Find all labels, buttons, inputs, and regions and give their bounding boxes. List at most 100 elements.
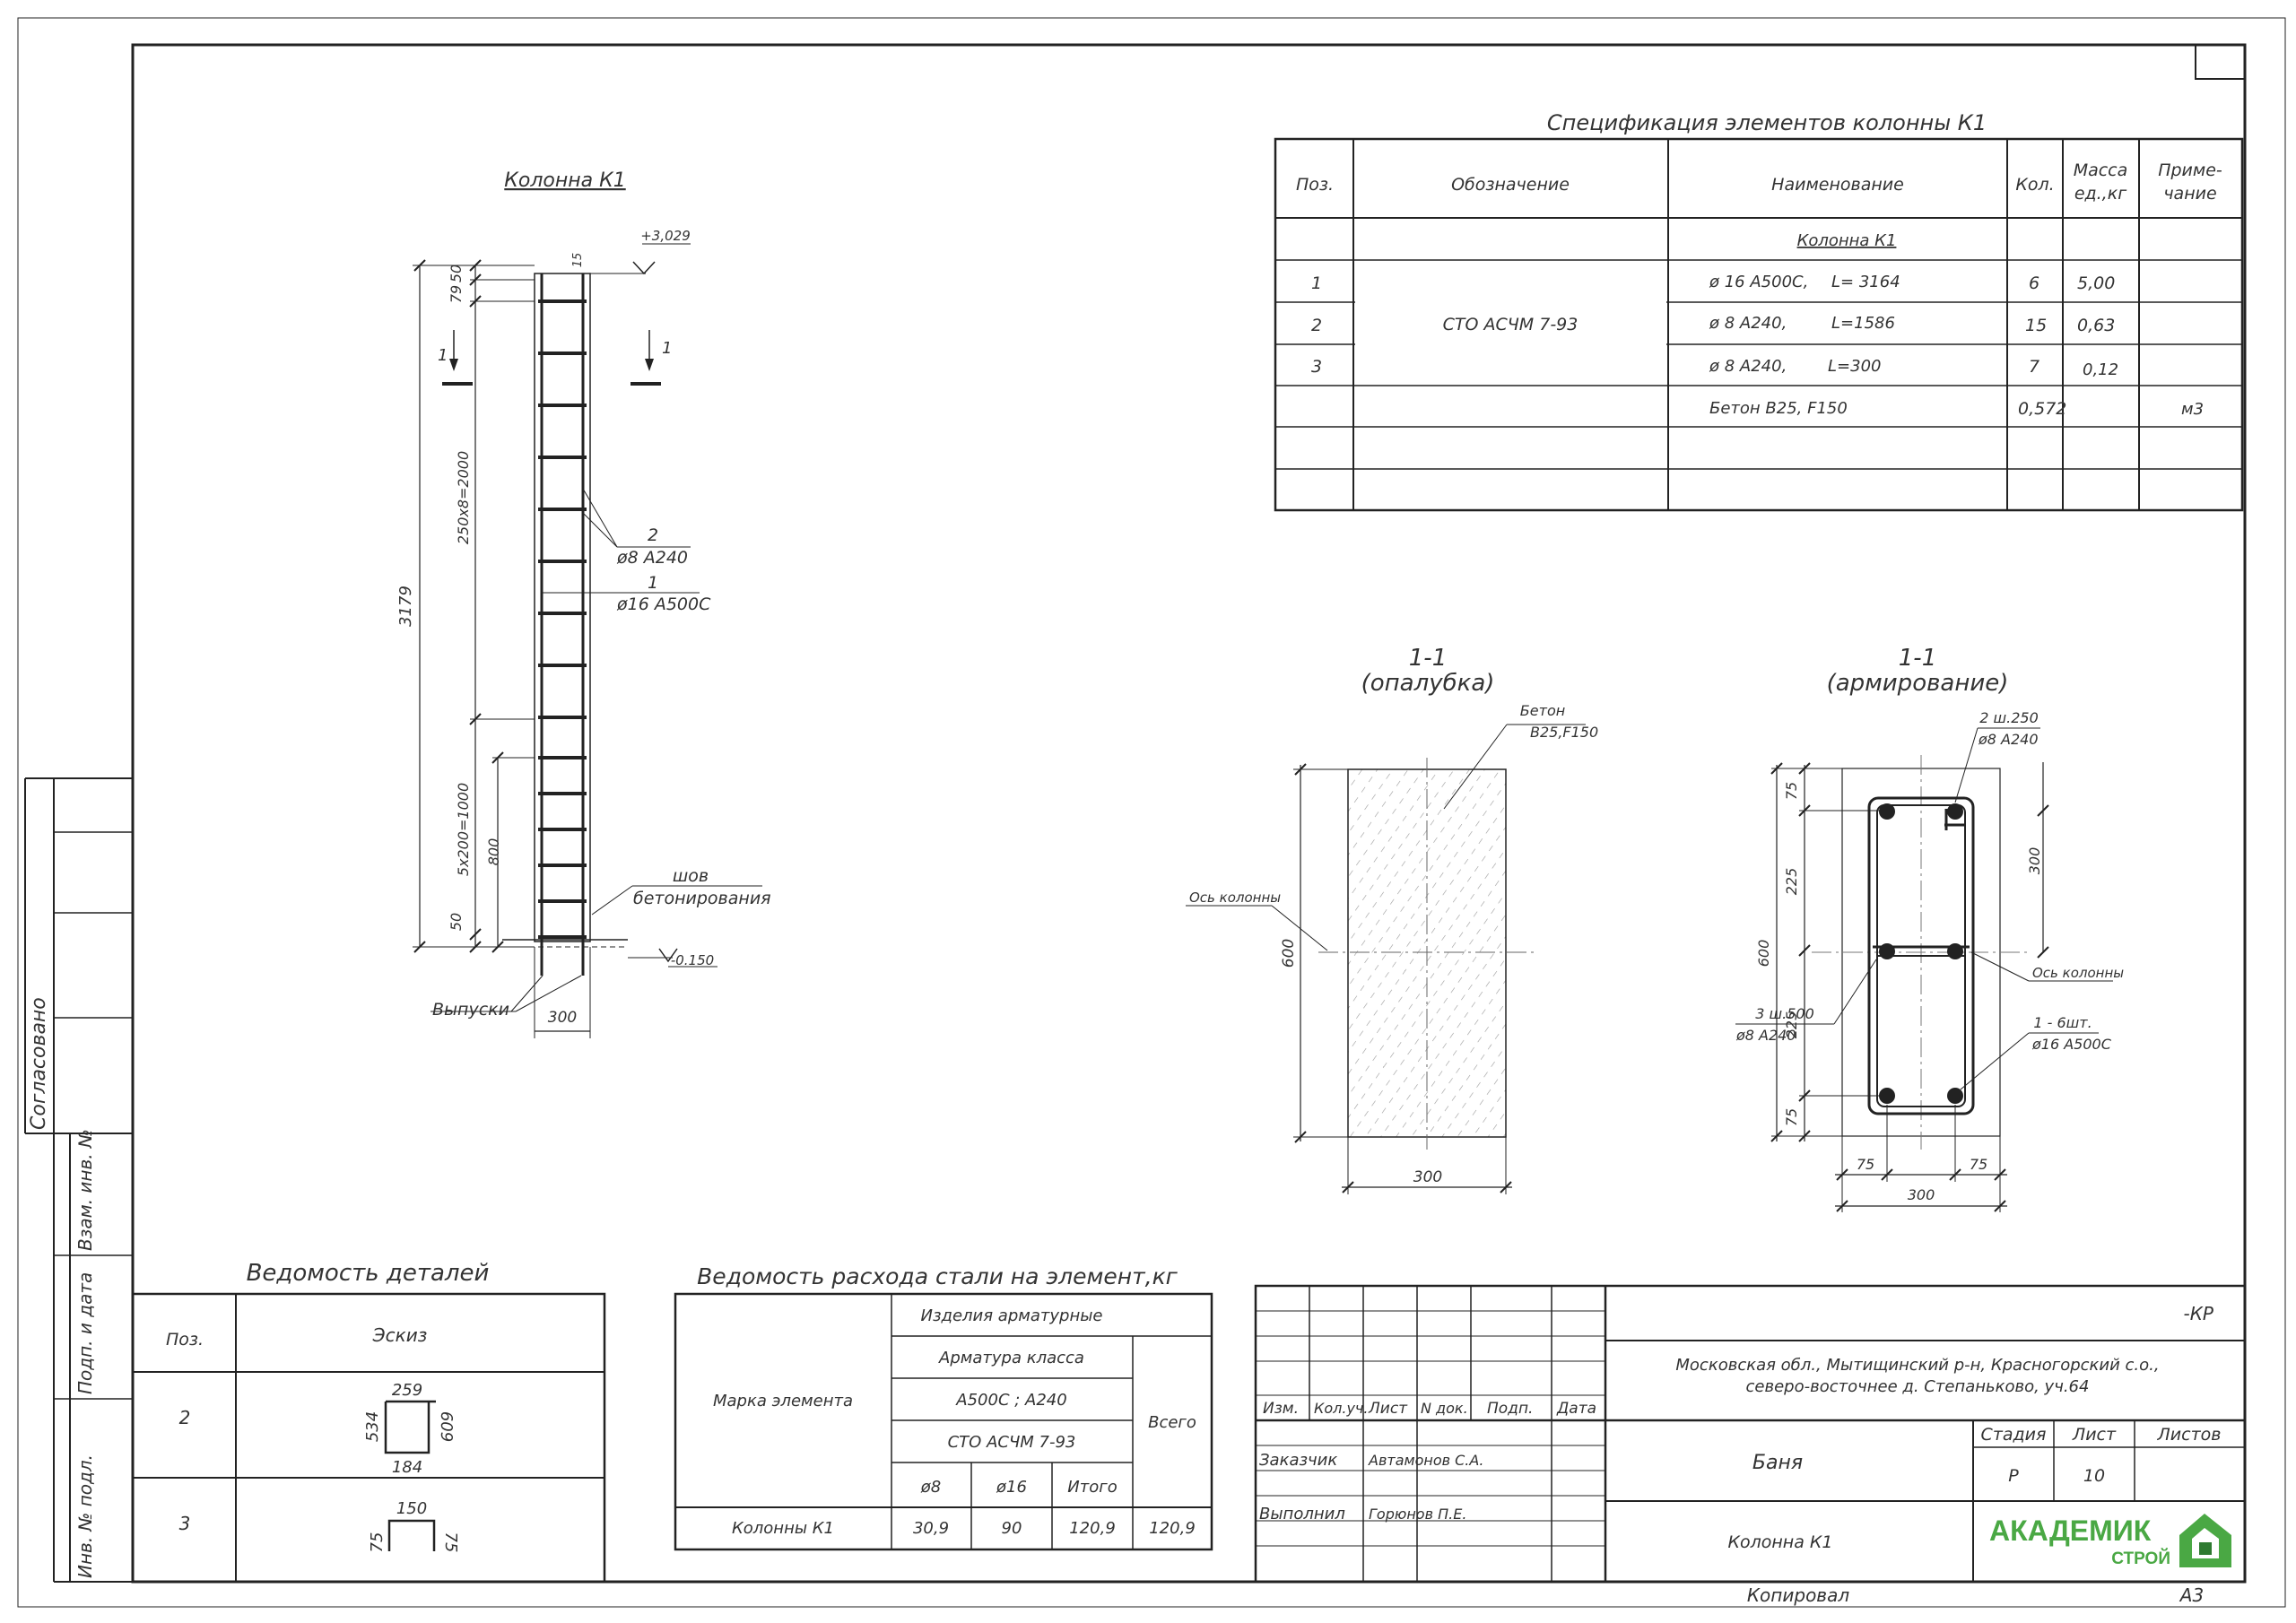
- tb-col-data: Дата: [1556, 1400, 1596, 1418]
- reinf-d75-bot: 75: [1783, 1108, 1800, 1126]
- spec-group: Колонна К1: [1797, 231, 1897, 250]
- formwork-height: 600: [1280, 939, 1298, 968]
- details-r1-left: 534: [363, 1411, 382, 1442]
- details-r2-right: 75: [441, 1532, 460, 1553]
- vzam-label: Взам. инв. №: [74, 1129, 96, 1251]
- frame-border: [131, 43, 2247, 1584]
- dim-total: 3179: [396, 586, 415, 627]
- reinf-d75-top: 75: [1783, 782, 1800, 800]
- tb-col-kolych: Кол.уч.: [1314, 1400, 1368, 1417]
- steel-mark: Марка элемента: [713, 1392, 853, 1410]
- steel-row-v16: 90: [1002, 1519, 1022, 1538]
- formwork-width: 300: [1413, 1168, 1442, 1186]
- spec-r0-pos: 1: [1311, 273, 1322, 293]
- steel-row-total: 120,9: [1149, 1519, 1196, 1538]
- callout-1-pos: 1: [648, 573, 658, 593]
- rebar-dot: [1879, 1088, 1895, 1104]
- spec-r1-pos: 2: [1311, 316, 1322, 335]
- details-r1-bottom: 184: [392, 1458, 422, 1477]
- callout-2-label: ø8 А240: [616, 548, 688, 568]
- tb-customer-label: Заказчик: [1259, 1451, 1337, 1470]
- tb-sheet-h: Лист: [2072, 1425, 2117, 1445]
- dim-upper-step: 250x8=2000: [455, 451, 472, 544]
- spec-h-mass2: ед.,кг: [2074, 184, 2127, 204]
- detail-3-sketch: [387, 1519, 436, 1551]
- column-elevation: Колонна К1 +3,029 -0.150 5: [396, 169, 771, 1038]
- outlets-label: Выпуски: [432, 1000, 509, 1020]
- dim-width: 300: [548, 1009, 577, 1027]
- spec-r2-qty: 7: [2029, 357, 2039, 377]
- tb-col-ndoc: N док.: [1421, 1400, 1468, 1417]
- dim-800: 800: [485, 838, 502, 866]
- tb-sheet-name: Колонна К1: [1728, 1532, 1833, 1552]
- tb-sheets-h: Листов: [2157, 1425, 2222, 1445]
- seam-line2: бетонирования: [633, 889, 771, 908]
- tb-copied: Копировал: [1747, 1584, 1849, 1606]
- tb-performer: Горюнов П.Е.: [1369, 1506, 1466, 1523]
- callout-1-label: ø16 А500С: [616, 595, 711, 614]
- reinf-title1: 1-1: [1899, 645, 1936, 672]
- steel-row-v8: 30,9: [913, 1519, 949, 1538]
- details-table: Ведомость деталей Поз. Эскиз 2 259 184 5…: [131, 1260, 606, 1584]
- spec-r3-note: м3: [2181, 400, 2204, 419]
- stirrup-outer: [1867, 796, 1975, 1115]
- spec-standard: СТО АСЧМ 7-93: [1443, 315, 1578, 334]
- section-formwork: 1-1 (опалубка) Бетон В25,F150 Ось колонн…: [1186, 645, 1598, 1194]
- steel-table: Ведомость расхода стали на элемент,кг Ма…: [674, 1263, 1213, 1551]
- steel-products: Изделия арматурные: [921, 1306, 1103, 1325]
- spec-title: Спецификация элементов колонны К1: [1547, 110, 1987, 135]
- tb-code: -КР: [2184, 1303, 2214, 1324]
- dim-15: 15: [571, 253, 585, 268]
- steel-title: Ведомость расхода стали на элемент,кг: [697, 1263, 1178, 1289]
- spec-h-note1: Приме-: [2158, 161, 2222, 180]
- details-r2-top: 150: [396, 1499, 427, 1518]
- reinf-c2b: ø8 А240: [1978, 731, 2039, 748]
- steel-grades: А500С ; А240: [955, 1391, 1066, 1410]
- reinf-title2: (армирование): [1827, 670, 2009, 697]
- spec-r3-name: Бетон В25, F150: [1709, 399, 1848, 418]
- reinf-c3a: 3 ш.500: [1755, 1005, 1814, 1022]
- reinf-d75-left: 75: [1857, 1156, 1874, 1173]
- dim-bottom50: 50: [448, 913, 465, 931]
- podp-data-label: Подп. и дата: [74, 1272, 96, 1394]
- steel-d8: ø8: [920, 1478, 941, 1497]
- tb-sheet: 10: [2083, 1466, 2105, 1486]
- reinf-d75-right: 75: [1970, 1156, 1987, 1173]
- steel-d16: ø16: [996, 1478, 1027, 1497]
- section-mark-left: 1: [438, 346, 448, 365]
- reinf-c1b: ø16 А500С: [2031, 1036, 2112, 1053]
- spec-r2-len: L=300: [1828, 357, 1881, 376]
- formwork-title2: (опалубка): [1361, 670, 1495, 697]
- steel-row-sub: 120,9: [1069, 1519, 1116, 1538]
- tb-address1: Московская обл., Мытищинский р-н, Красно…: [1675, 1356, 2159, 1375]
- tb-performer-label: Выполнил: [1259, 1505, 1345, 1523]
- tb-project: Баня: [1752, 1452, 1803, 1474]
- formwork-concrete1: Бетон: [1520, 702, 1565, 719]
- tb-stage-h: Стадия: [1981, 1425, 2047, 1445]
- details-h-sketch: Эскиз: [372, 1324, 428, 1346]
- tb-format: А3: [2179, 1584, 2204, 1606]
- detail-2-sketch: [384, 1402, 430, 1454]
- spec-h-name: Наименование: [1771, 175, 1904, 195]
- logo-main: АКАДЕМИК: [1989, 1515, 2152, 1547]
- left-stamp-strip: Согласовано Взам. инв. № Подп. и дата Ин…: [24, 777, 133, 1583]
- dim-lower-step: 5x200=1000: [455, 783, 472, 876]
- steel-subtotal-h: Итого: [1067, 1478, 1117, 1497]
- seam-line1: шов: [673, 866, 709, 886]
- elev-top: +3,029: [640, 228, 691, 244]
- section-mark-right: 1: [662, 339, 672, 358]
- tb-col-izm: Изм.: [1263, 1400, 1299, 1418]
- stirrups: [538, 299, 587, 939]
- dim-top50: 50: [448, 265, 465, 282]
- rebar-dot: [1879, 943, 1895, 959]
- details-r2-left: 75: [368, 1532, 387, 1553]
- spec-r0-qty: 6: [2029, 273, 2039, 293]
- spec-r3-qty: 0,572: [2018, 399, 2066, 419]
- spec-h-pos: Поз.: [1296, 175, 1334, 195]
- steel-class: Арматура класса: [938, 1349, 1084, 1367]
- spec-r2-pos: 3: [1311, 357, 1322, 377]
- rebar-dot: [1947, 1088, 1963, 1104]
- column-title: Колонна К1: [504, 169, 625, 192]
- logo-sub: СТРОЙ: [2111, 1549, 2170, 1568]
